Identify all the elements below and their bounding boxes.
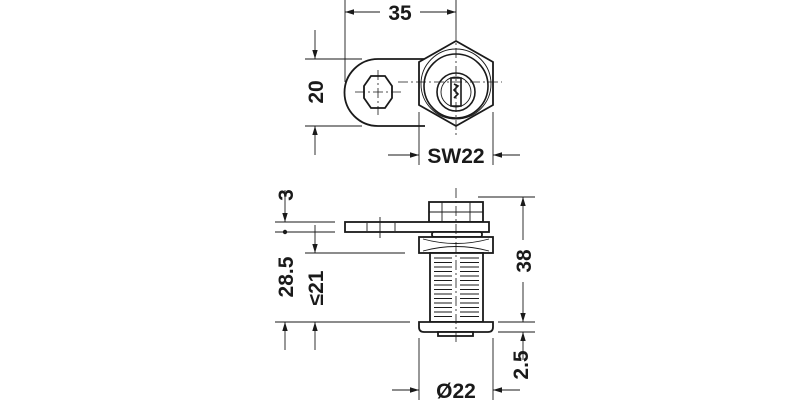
dimension-diameter-22: Ø22 bbox=[392, 338, 520, 400]
dimension-le21: ≤21 bbox=[305, 225, 405, 350]
dimension-20: 20 bbox=[305, 30, 362, 155]
lever-tab bbox=[343, 58, 425, 127]
dimension-28-5-label: 28.5 bbox=[275, 256, 298, 297]
dimension-3-label: 3 bbox=[275, 189, 298, 201]
dimension-dot bbox=[282, 229, 288, 235]
dimension-diameter-22-label: Ø22 bbox=[436, 380, 476, 400]
cam-lever bbox=[344, 221, 490, 233]
threaded-body bbox=[429, 252, 484, 323]
dimension-35: 35 bbox=[344, 0, 457, 82]
dimension-2-5-label: 2.5 bbox=[510, 350, 533, 380]
hex-nut-top bbox=[398, 30, 502, 135]
dimension-28-5: 28.5 bbox=[275, 256, 410, 350]
dimension-38-label: 38 bbox=[513, 249, 536, 273]
lock-body bbox=[344, 188, 494, 345]
dimension-sw22: SW22 bbox=[388, 112, 520, 168]
keyway bbox=[450, 77, 462, 107]
dimension-20-label: 20 bbox=[305, 80, 328, 103]
thread-lines bbox=[434, 257, 479, 317]
dimension-2-5: 2.5 bbox=[498, 331, 535, 380]
dimension-35-label: 35 bbox=[388, 2, 412, 25]
top-view: 35 20 SW22 bbox=[305, 0, 520, 168]
dimension-38: 38 bbox=[478, 196, 536, 323]
dimension-3: 3 bbox=[275, 189, 335, 235]
dimension-le21-label: ≤21 bbox=[305, 270, 328, 305]
cylinder-end bbox=[437, 331, 474, 337]
side-view: 3 28.5 ≤21 38 2.5 bbox=[275, 188, 536, 400]
dimension-sw22-label: SW22 bbox=[427, 145, 484, 168]
